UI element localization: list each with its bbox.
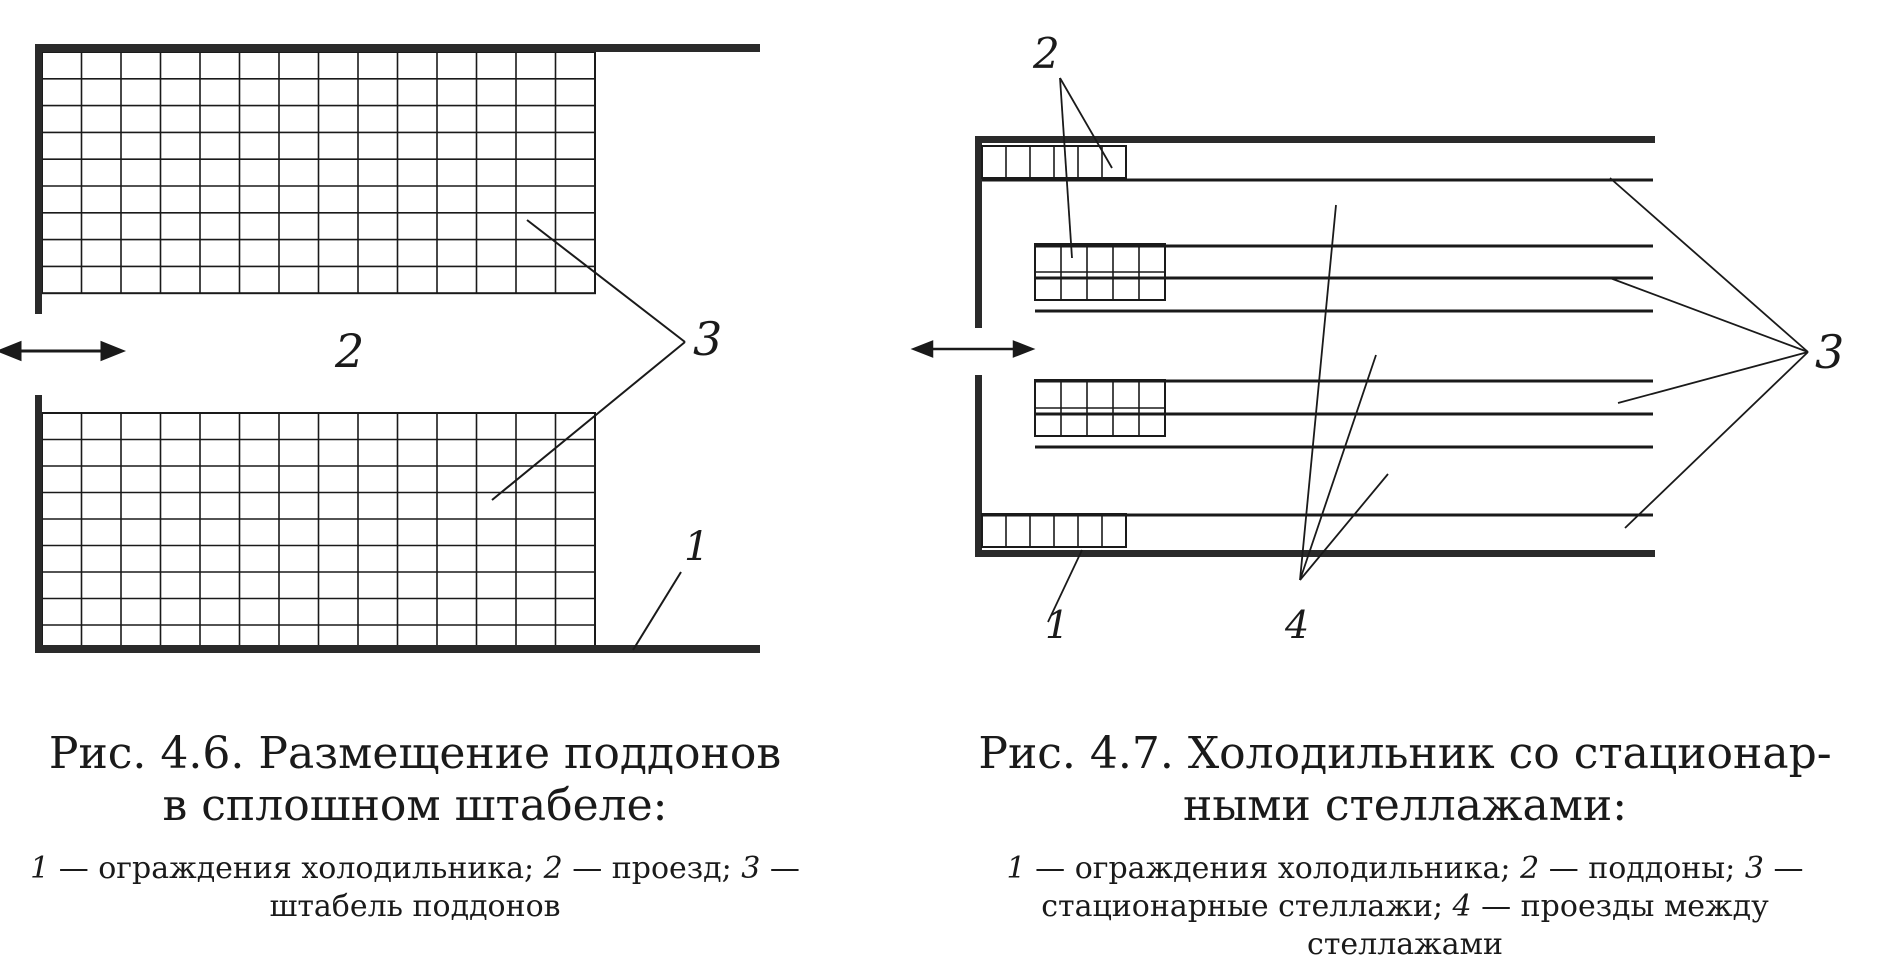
label-stack: 3 [693, 312, 722, 366]
figure-4-6-title: Рис. 4.6. Размещение поддонов в сплошном… [20, 728, 810, 832]
label-fence: 1 [1045, 603, 1069, 647]
bottom-wall [975, 550, 1655, 557]
legend-text: — стационарные стеллажи; [1041, 851, 1804, 924]
figure-4-6-title-line1: Рис. 4.6. Размещение поддонов [48, 728, 782, 779]
legend-num: 2 [543, 851, 563, 886]
legend-num: 1 [30, 851, 50, 886]
legend-text: — поддоны; [1539, 851, 1745, 886]
figure-4-7-title-line1: Рис. 4.7. Холодильник со стационар- [978, 728, 1832, 779]
legend-num: 3 [741, 851, 761, 886]
label-racks: 3 [1815, 325, 1844, 379]
legend-text: — проезд; [562, 851, 742, 886]
legend-text: — проезды между стеллажами [1307, 889, 1769, 962]
label-fence: 1 [684, 524, 709, 570]
figure-4-6-title-line2: в сплошном штабеле: [162, 780, 668, 831]
double-arrow-icon [910, 340, 1036, 358]
leader-lines-stack [491, 219, 686, 501]
left-wall-upper [35, 44, 42, 314]
figure-4-6-legend: 1 — ограждения холодильника; 2 — проезд;… [20, 850, 810, 926]
legend-num: 3 [1744, 851, 1764, 886]
leader-lines-racks [1609, 177, 1809, 529]
label-pallets: 2 [1032, 29, 1060, 78]
legend-num: 2 [1520, 851, 1540, 886]
left-wall-lower [975, 375, 982, 557]
left-wall-lower [35, 395, 42, 653]
leader-lines-pallets [1059, 77, 1113, 259]
left-wall-upper [975, 136, 982, 328]
bottom-wall [35, 645, 760, 653]
label-aisles: 4 [1284, 603, 1309, 647]
legend-text: — ограждения холодильника; [49, 851, 544, 886]
figure-4-7-legend: 1 — ограждения холодильника; 2 — поддоны… [955, 850, 1855, 964]
figure-4-7-title: Рис. 4.7. Холодильник со стационар- ными… [935, 728, 1875, 832]
label-passage: 2 [334, 324, 364, 378]
top-wall [975, 136, 1655, 143]
figure-4-7-title-line2: ными стеллажами: [1182, 780, 1628, 831]
legend-num: 4 [1452, 889, 1472, 924]
figure-4-7-diagram: 2 3 4 1 [910, 29, 1844, 647]
top-pallet-stack [41, 51, 596, 295]
leader-lines-aisles [1299, 204, 1389, 581]
legend-text: — штабель поддонов [269, 851, 800, 924]
figure-4-6-diagram: 2 3 1 [0, 44, 760, 653]
bottom-pallet-stack [41, 412, 596, 653]
leader-line-fence [632, 571, 682, 651]
legend-text: — ограждения холодильника; [1025, 851, 1521, 886]
stationary-racks [981, 145, 1653, 548]
legend-num: 1 [1006, 851, 1026, 886]
top-wall [35, 44, 760, 52]
leader-line-fence [1047, 549, 1083, 623]
double-arrow-icon [0, 340, 127, 362]
